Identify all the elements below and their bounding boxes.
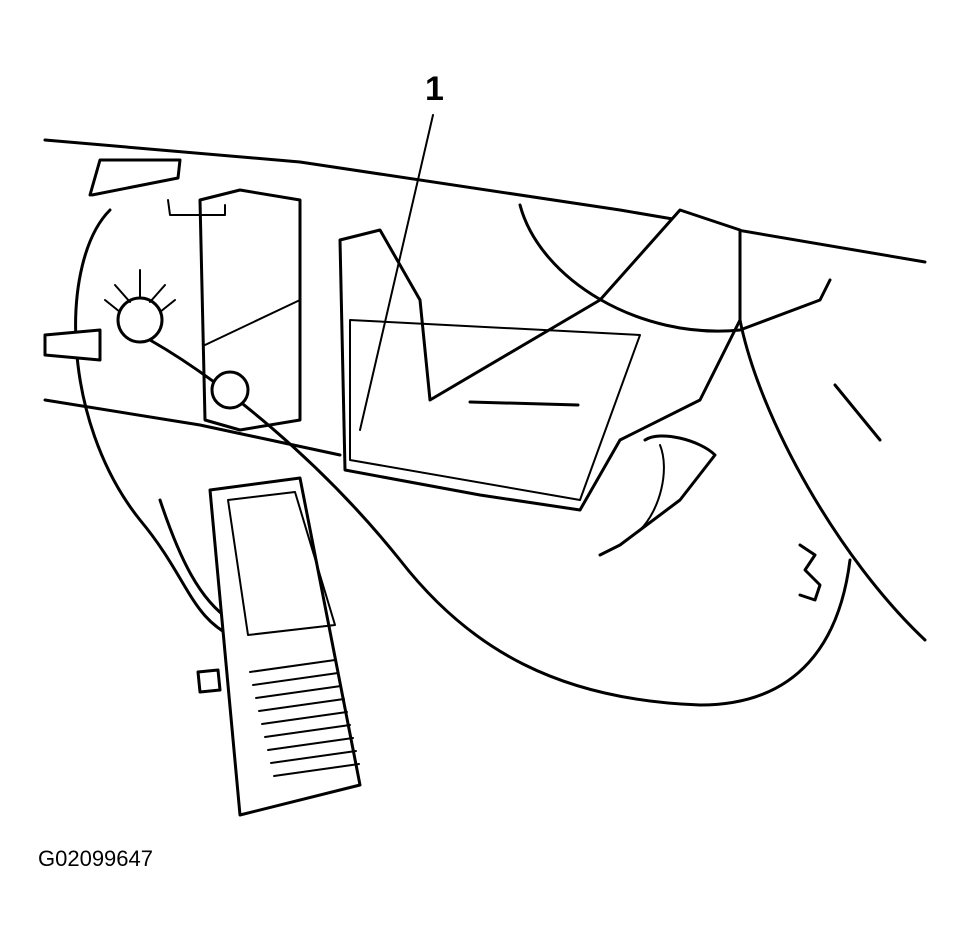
module-slot — [468, 400, 580, 407]
pedal-pad-upper — [227, 491, 336, 636]
callout-label-1: 1 — [425, 70, 444, 108]
figure-id: G02099647 — [38, 846, 153, 871]
harness-connector — [598, 434, 717, 557]
pivot-spokes — [104, 269, 176, 313]
pivot-stud — [43, 328, 102, 362]
cable-run — [148, 338, 852, 707]
cable-loop — [74, 208, 242, 642]
dash-upper-edge — [43, 138, 927, 264]
pedal-bracket — [198, 188, 302, 432]
duct-slot-right — [833, 383, 882, 442]
module-panel — [349, 319, 641, 501]
accelerator-pedal-pad — [208, 476, 362, 817]
duct-upper — [518, 203, 832, 333]
pedal-stop-stud — [196, 668, 222, 694]
bracket-panel-left — [88, 158, 182, 197]
pedal-pivot — [116, 296, 164, 344]
mount-bolt — [210, 370, 250, 410]
bracket-notch — [798, 543, 822, 602]
callout-leader — [359, 114, 434, 431]
bracket-slot — [167, 199, 226, 216]
duct-right-edge — [738, 318, 927, 642]
module-housing — [338, 208, 742, 512]
bracket-diagonal — [204, 299, 301, 346]
pedal-tread-lines — [249, 659, 360, 777]
harness-wire — [639, 444, 665, 531]
